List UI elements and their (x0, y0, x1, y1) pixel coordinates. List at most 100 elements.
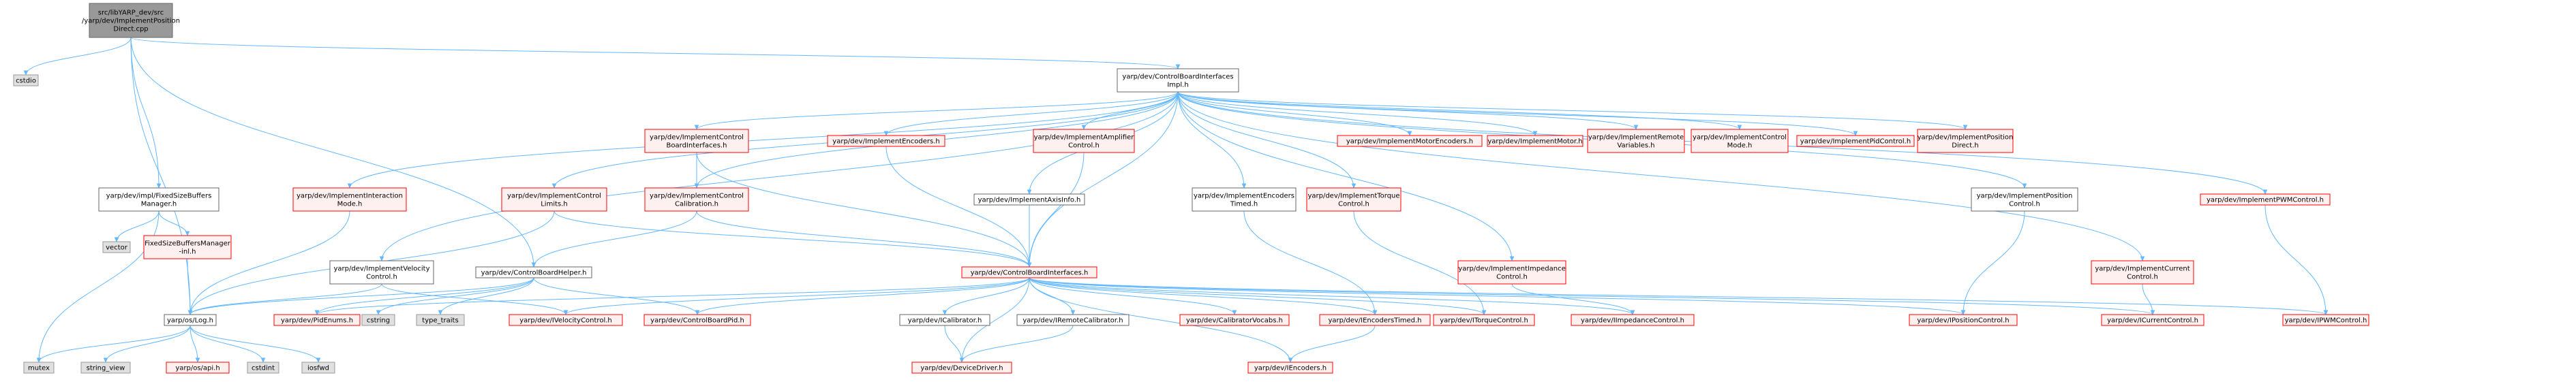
node-label-line: yarp/dev/impl/FixedSizeBuffers (106, 193, 212, 200)
edge-cbinterfaces_impl-to-cbi (696, 152, 1029, 267)
node-iposition[interactable]: yarp/dev/IPositionControl.h (1909, 314, 2018, 326)
node-label-line: yarp/dev/ImplementPidControl.h (1800, 138, 1911, 146)
node-stringview[interactable]: string_view (80, 362, 131, 374)
node-root: src/libYARP_dev/src/yarp/dev/ImplementPo… (82, 3, 180, 38)
node-cbpid[interactable]: yarp/dev/ControlBoardPid.h (643, 314, 751, 326)
node-label-line: FixedSizeBuffersManager (145, 240, 231, 248)
node-osapi[interactable]: yarp/os/api.h (166, 362, 230, 374)
node-label-line: mutex (28, 365, 50, 372)
edge-root-to-ifsb (130, 37, 159, 188)
node-label-line: yarp/dev/ControlBoardPid.h (650, 317, 744, 325)
node-cstdint[interactable]: cstdint (247, 362, 279, 374)
edge-interactionmode-to-log (190, 210, 350, 315)
node-box (1117, 68, 1239, 93)
edge-cbhelper-to-pidenums (317, 277, 534, 315)
edge-log-to-iosfwd (190, 325, 318, 362)
node-pidctrl[interactable]: yarp/dev/ImplementPidControl.h (1796, 135, 1915, 147)
node-box (475, 266, 592, 278)
node-cbi[interactable]: yarp/dev/ControlBoardInterfaces.h (961, 266, 1097, 278)
node-ivel[interactable]: yarp/dev/IVelocityControl.h (509, 314, 623, 326)
node-box (643, 314, 751, 326)
node-typetraits[interactable]: type_traits (416, 314, 465, 326)
edge-cbi-to-ivel (566, 277, 1030, 315)
edge-cbi-to-iencoders (1029, 277, 1290, 362)
node-cbinterfaces_impl[interactable]: yarp/dev/ImplementControlBoardInterfaces… (644, 129, 749, 153)
node-box (899, 314, 990, 326)
node-iencoderstimed[interactable]: yarp/dev/IEncodersTimed.h (1319, 314, 1431, 326)
node-impmotor[interactable]: yarp/dev/ImplementMotor.h (1487, 135, 1584, 147)
node-box (1487, 135, 1584, 147)
node-box (416, 314, 465, 326)
node-label-line: Control.h (2127, 274, 2158, 281)
edge-poscontrol-to-iposition (1963, 210, 2025, 315)
node-vector[interactable]: vector (102, 241, 131, 253)
node-iencoders[interactable]: yarp/dev/IEncoders.h (1247, 362, 1333, 374)
edge-cbii-to-impmotor (1177, 91, 1535, 135)
node-mutex[interactable]: mutex (23, 362, 55, 374)
node-fsbm_inl[interactable]: FixedSizeBuffersManager-inl.h (143, 235, 232, 259)
edge-cbii-to-interactionmode (350, 91, 1179, 188)
node-box (80, 362, 131, 374)
node-label-line: cstdio (16, 78, 36, 85)
node-ifsb[interactable]: yarp/dev/impl/FixedSizeBuffersManager.h (98, 187, 219, 212)
node-iosfwd[interactable]: iosfwd (301, 362, 335, 374)
node-box (1587, 129, 1685, 153)
node-label-line: Limits.h (541, 201, 568, 208)
node-pidenums[interactable]: yarp/dev/PidEnums.h (273, 314, 361, 326)
node-label-line: yarp/dev/ImplementCurrent (2095, 266, 2189, 273)
node-motorenc[interactable]: yarp/dev/ImplementMotorEncoders.h (1337, 135, 1483, 147)
node-box (1179, 314, 1290, 326)
node-box (1571, 314, 1695, 326)
edge-iremotecalib-to-devdriver (962, 325, 1074, 362)
node-iremotecalib[interactable]: yarp/dev/IRemoteCalibrator.h (1016, 314, 1130, 326)
node-box (1319, 314, 1431, 326)
node-label-line: Control.h (1068, 142, 1100, 150)
node-cstring[interactable]: cstring (361, 314, 395, 326)
node-label-line: yarp/dev/IEncodersTimed.h (1328, 317, 1421, 325)
node-log[interactable]: yarp/os/Log.h (164, 314, 217, 326)
node-cbhelper[interactable]: yarp/dev/ControlBoardHelper.h (475, 266, 592, 278)
node-devdriver[interactable]: yarp/dev/DeviceDriver.h (911, 362, 1012, 374)
node-box (2101, 314, 2204, 326)
node-box (273, 314, 361, 326)
node-label-line: yarp/dev/ImplementVelocity (333, 266, 429, 273)
node-axisinfo[interactable]: yarp/dev/ImplementAxisInfo.h (973, 193, 1085, 206)
node-label-line: cstdint (252, 365, 275, 372)
node-box (301, 362, 335, 374)
node-label-line: yarp/dev/ImplementControl (507, 193, 601, 200)
edge-curctrl-to-icurrent (2142, 283, 2153, 315)
node-label-line: Variables.h (1617, 142, 1654, 150)
node-label-line: Impl.h (1167, 82, 1188, 89)
node-itorque[interactable]: yarp/dev/ITorqueControl.h (1433, 314, 1535, 326)
node-icalib[interactable]: yarp/dev/ICalibrator.h (899, 314, 990, 326)
edge-cbi-to-cbpid (697, 277, 1030, 315)
node-box (501, 187, 607, 212)
node-icurrent[interactable]: yarp/dev/ICurrentControl.h (2101, 314, 2204, 326)
node-calibvocabs[interactable]: yarp/dev/CalibratorVocabs.h (1179, 314, 1290, 326)
node-box (1971, 187, 2078, 212)
edge-cbii-to-ampcontrol (1084, 91, 1179, 129)
edge-cbi-to-pidenums (317, 277, 1030, 315)
edge-enctimed-to-iencoderstimed (1243, 210, 1375, 315)
node-iimpedance[interactable]: yarp/dev/IImpedanceControl.h (1571, 314, 1695, 326)
node-ipwm[interactable]: yarp/dev/IPWMControl.h (2282, 314, 2369, 326)
node-cstdio[interactable]: cstdio (13, 74, 39, 86)
node-pwmctrl[interactable]: yarp/dev/ImplementPWMControl.h (2200, 193, 2331, 206)
node-box (509, 314, 623, 326)
node-impencoders[interactable]: yarp/dev/ImplementEncoders.h (827, 135, 945, 147)
edge-torquectrl-to-itorque (1353, 210, 1484, 315)
